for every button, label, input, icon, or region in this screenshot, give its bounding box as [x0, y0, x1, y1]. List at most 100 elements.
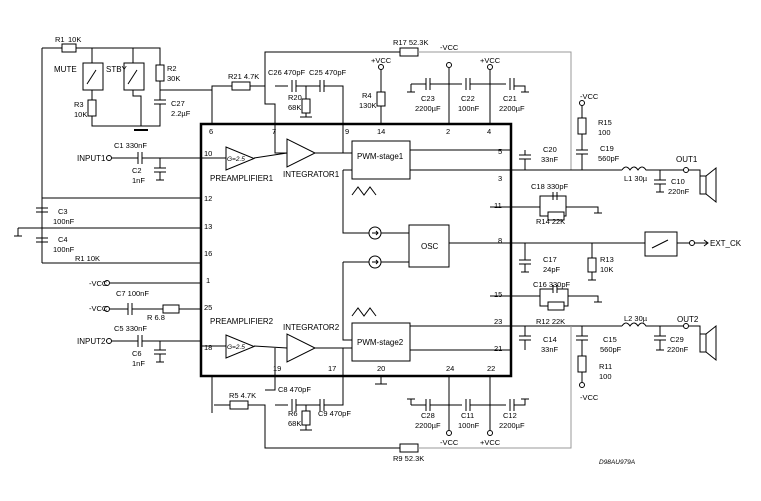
osc-block [408, 224, 450, 268]
c6-label: C6 [132, 349, 142, 358]
integrator-2 [286, 333, 317, 363]
r3-label: R3 [74, 100, 84, 109]
r6-value: 68K [288, 419, 301, 428]
pwm-stage-2-block [351, 322, 411, 362]
vcc-plus-bottom: +VCC [480, 438, 501, 447]
r15-value: 100 [598, 128, 611, 137]
r21-label: R21 4.7K [228, 72, 259, 81]
r20-label: R20 [288, 93, 302, 102]
r20-value: 68K [288, 103, 301, 112]
pin-16: 16 [204, 249, 212, 258]
c7-label: C7 100nF [116, 289, 149, 298]
r9-label: R9 52.3K [393, 454, 424, 463]
input1-network [106, 152, 201, 181]
pin-13: 13 [204, 222, 212, 231]
r13-value: 10K [600, 265, 613, 274]
r13-label: R13 [600, 255, 614, 264]
c26-label: C26 470pF [268, 68, 306, 77]
c27-value: 2.2µF [171, 109, 191, 118]
pin-18: 18 [204, 343, 212, 352]
c25-label: C25 470pF [309, 68, 347, 77]
pin25-network [104, 303, 201, 315]
c4-value: 100nF [53, 245, 75, 254]
pin-3: 3 [498, 174, 502, 183]
c3-label: C3 [58, 207, 68, 216]
mute-stby-network [41, 43, 213, 263]
c21-value: 2200µF [499, 104, 525, 113]
c28-label: C28 [421, 411, 435, 420]
r14-label: R14 22K [536, 217, 565, 226]
r4-label: R4 [362, 91, 372, 100]
r12-label: R12 22K [536, 317, 565, 326]
c1-label: C1 330nF [114, 141, 147, 150]
c17-value: 24pF [543, 265, 561, 274]
pin-19: 19 [273, 364, 281, 373]
pin-23: 23 [494, 317, 502, 326]
pin-8: 8 [498, 236, 502, 245]
preamplifier-1: G=2.5 [225, 146, 256, 171]
top-feedback-network [211, 47, 572, 170]
c9-label: C9 470pF [318, 409, 351, 418]
r2-value: 30K [167, 74, 180, 83]
c5-label: C5 330nF [114, 324, 147, 333]
pin-2: 2 [446, 127, 450, 136]
triangle-wave-2 [351, 307, 377, 317]
c10-value: 220nF [668, 187, 690, 196]
ext-ck-label: EXT_CK [710, 239, 742, 248]
input1-label: INPUT1 [77, 154, 106, 163]
preamplifier-2-label: PREAMPLIFIER2 [210, 317, 274, 326]
c22-value: 100nF [458, 104, 480, 113]
vcc-r11: -VCC [580, 393, 599, 402]
pin-17: 17 [328, 364, 336, 373]
out1-label: OUT1 [676, 155, 698, 164]
c12-label: C12 [503, 411, 517, 420]
c23-value: 2200µF [415, 104, 441, 113]
r6-8-label: R 6.8 [147, 313, 165, 322]
input2-network [106, 335, 202, 363]
c18-label: C18 330pF [531, 182, 569, 191]
c23-label: C23 [421, 94, 435, 103]
l1-label: L1 30µ [624, 174, 648, 183]
r11-value: 100 [599, 372, 612, 381]
pin-5: 5 [498, 147, 502, 156]
c2-value: 1nF [132, 176, 145, 185]
vcc-minus-top: -VCC [440, 43, 459, 52]
integrator-1 [286, 138, 317, 168]
current-source-1 [368, 226, 382, 240]
c8-label: C8 470pF [278, 385, 311, 394]
c27-label: C27 [171, 99, 185, 108]
pin-21: 21 [494, 344, 502, 353]
pwm-stage-2-label: PWM-stage2 [357, 338, 404, 347]
figure-code: D98AU979A [599, 459, 635, 466]
pin-25: 25 [204, 303, 212, 312]
c19-value: 560pF [598, 154, 620, 163]
mute-label: MUTE [54, 65, 77, 74]
triangle-wave-1 [351, 186, 377, 196]
r1-bottom-label: R1 10K [75, 254, 100, 263]
c21-label: C21 [503, 94, 517, 103]
r17-label: R17 52.3K [393, 38, 428, 47]
pwm-stage-1-label: PWM-stage1 [357, 152, 404, 161]
c14-value: 33nF [541, 345, 559, 354]
current-source-2 [368, 255, 382, 269]
svg-text:G=2.5: G=2.5 [227, 156, 245, 163]
c17-label: C17 [543, 255, 557, 264]
c19-label: C19 [600, 144, 614, 153]
preamplifier-2: G=2.5 [225, 334, 256, 359]
stby-label: STBY [106, 65, 128, 74]
pin-24: 24 [446, 364, 454, 373]
osc-label: OSC [421, 242, 439, 251]
integrator-2-label: INTEGRATOR2 [283, 323, 340, 332]
r1-top-value: 10K [68, 35, 81, 44]
pin-11: 11 [494, 201, 502, 210]
out2-label: OUT2 [677, 315, 699, 324]
r11-label: R11 [599, 362, 612, 371]
c4-label: C4 [58, 235, 68, 244]
clock-network [511, 231, 709, 281]
pin-14: 14 [377, 127, 385, 136]
c2-label: C2 [132, 166, 142, 175]
supply-bottom [375, 376, 529, 436]
c3-value: 100nF [53, 217, 75, 226]
output1-network [511, 100, 717, 221]
pin-4: 4 [487, 127, 491, 136]
